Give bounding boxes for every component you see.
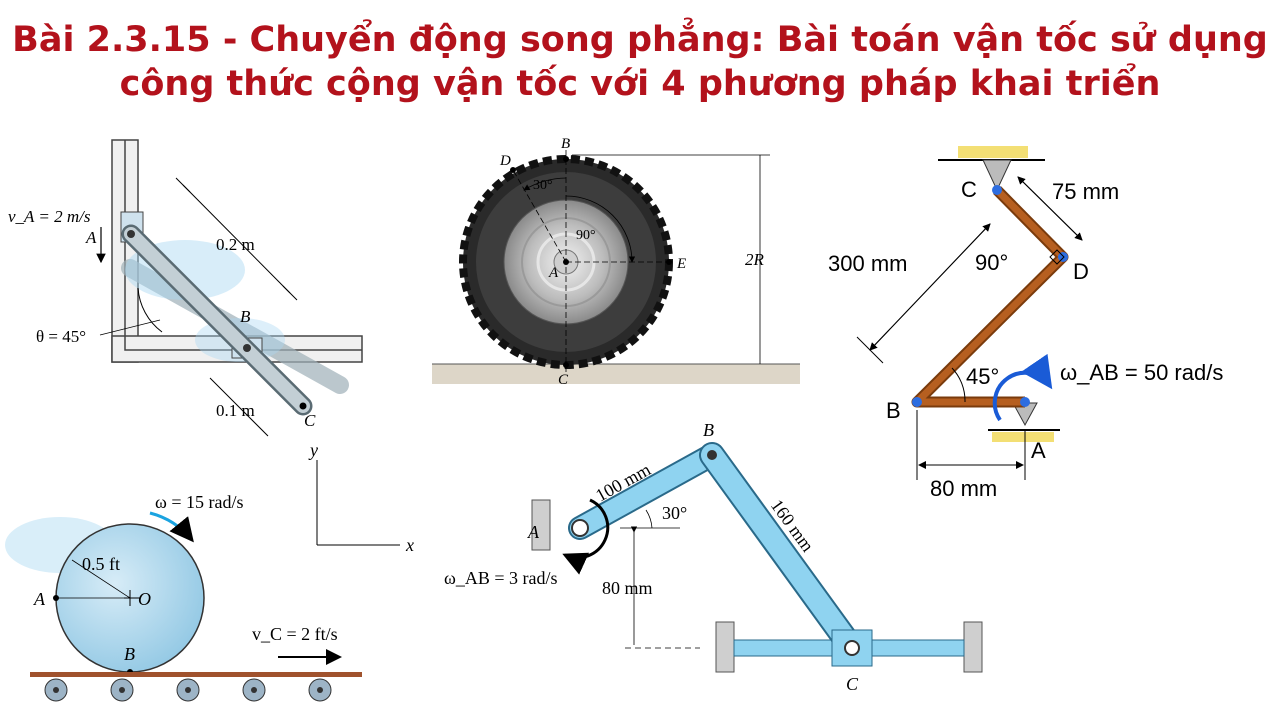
disk-o: O xyxy=(138,589,151,609)
fb-d: D xyxy=(1073,259,1089,284)
fb-75mm: 75 mm xyxy=(1052,179,1119,204)
fb-a: A xyxy=(1031,438,1046,463)
crank-30: 30° xyxy=(662,503,687,523)
tire-2r: 2R xyxy=(745,250,765,269)
point-b-label: B xyxy=(240,307,251,326)
title-line-2: công thức cộng vận tốc với 4 phương pháp… xyxy=(119,64,1161,104)
fb-c: C xyxy=(961,177,977,202)
fb-300mm: 300 mm xyxy=(828,251,907,276)
tire-b: B xyxy=(561,136,570,152)
disk-vc: v_C = 2 ft/s xyxy=(252,624,338,644)
crank-80mm: 80 mm xyxy=(602,578,653,598)
disk-r: 0.5 ft xyxy=(82,554,120,574)
disk-a: A xyxy=(33,589,46,609)
title-line-1: Bài 2.3.15 - Chuyển động song phẳng: Bài… xyxy=(12,20,1268,60)
disk-omega: ω = 15 rad/s xyxy=(155,492,244,512)
fig-four-bar: C D B A 75 mm 300 mm 90° 45° ω_AB = 50 r… xyxy=(828,146,1223,501)
tire-a: A xyxy=(548,265,559,281)
tire-90: 90° xyxy=(576,228,596,243)
fig-tire: B D 30° 90° A E C 2R xyxy=(432,136,800,388)
crank-b: B xyxy=(703,420,714,440)
axis-y: y xyxy=(308,440,318,460)
tire-30: 30° xyxy=(533,178,553,193)
tire-d: D xyxy=(499,153,511,169)
point-c-label: C xyxy=(304,411,316,430)
fb-b: B xyxy=(886,398,901,423)
va-label: v_A = 2 m/s xyxy=(8,207,91,226)
crank-c: C xyxy=(846,674,859,694)
disk-b: B xyxy=(124,644,135,664)
crank-a: A xyxy=(527,522,540,542)
tire-e: E xyxy=(676,256,686,272)
dim-0-2m: 0.2 m xyxy=(216,235,255,254)
fb-90: 90° xyxy=(975,250,1008,275)
fb-80mm: 80 mm xyxy=(930,476,997,501)
fig-crank-slider: 100 mm 160 mm B A C 30° ω_AB = 3 rad/s 8… xyxy=(444,420,983,694)
fig-slider-rod: v_A = 2 m/s A θ = 45° 0.2 m B 0.1 m C xyxy=(8,139,363,437)
dim-0-1m: 0.1 m xyxy=(216,401,255,420)
fb-omega: ω_AB = 50 rad/s xyxy=(1060,360,1223,385)
crank-omega: ω_AB = 3 rad/s xyxy=(444,568,558,588)
theta-label: θ = 45° xyxy=(36,327,86,346)
tire-c: C xyxy=(558,372,569,388)
fig-rolling-disk: ω = 15 rad/s 0.5 ft A O B v_C = 2 ft/s xyxy=(5,492,362,702)
page-title: Bài 2.3.15 - Chuyển động song phẳng: Bài… xyxy=(0,18,1280,106)
fb-45: 45° xyxy=(966,364,999,389)
point-a-label: A xyxy=(85,228,97,247)
fig-axes: y x xyxy=(308,440,414,555)
axis-x: x xyxy=(405,535,414,555)
